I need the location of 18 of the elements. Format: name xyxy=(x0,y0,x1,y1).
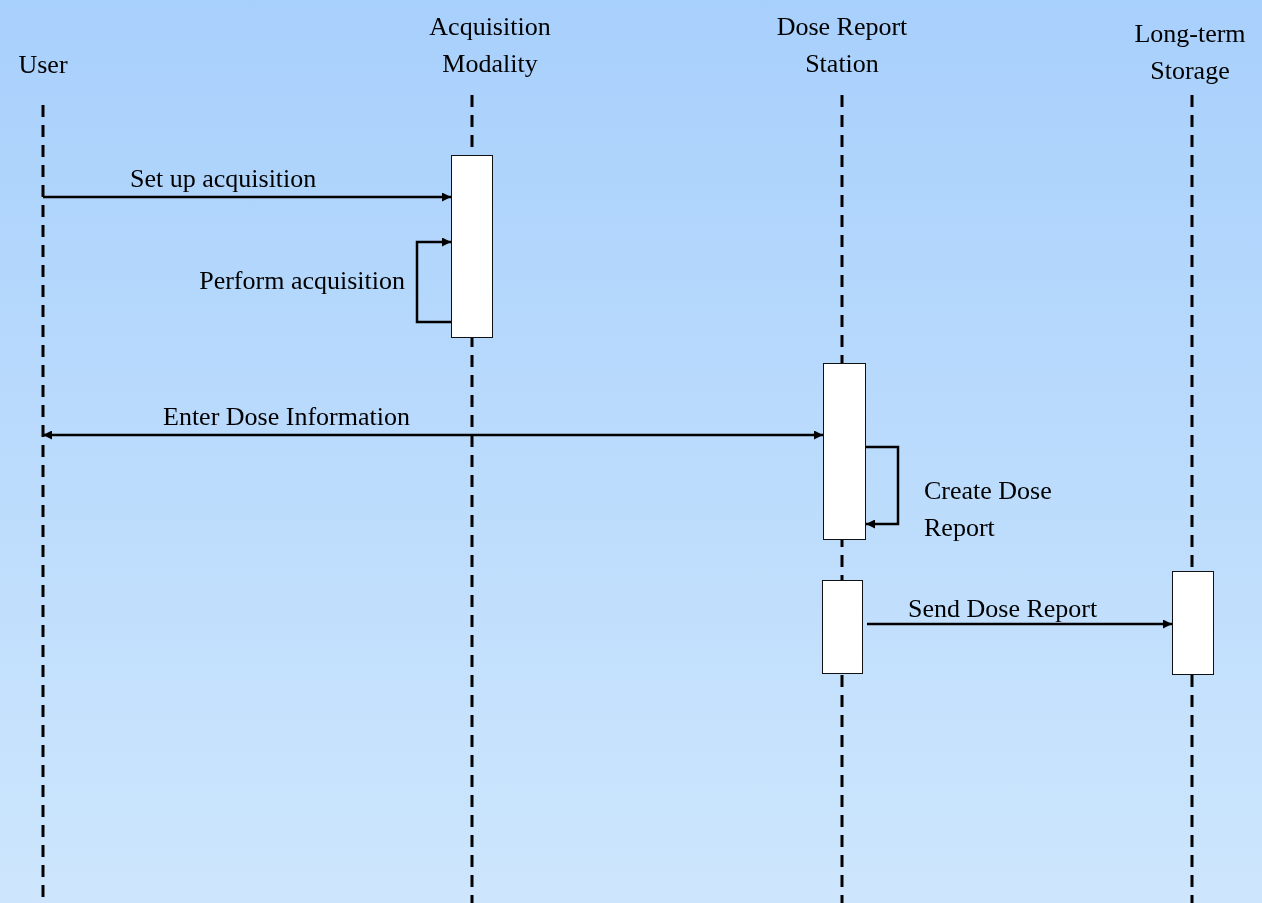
lifeline-label: User xyxy=(3,46,83,83)
lifeline-label: Long-term Storage xyxy=(1120,15,1260,89)
lifeline-label: Dose Report Station xyxy=(757,8,927,82)
message-label: Enter Dose Information xyxy=(163,401,410,433)
message-label: Send Dose Report xyxy=(908,593,1098,625)
message-arrow xyxy=(43,192,451,202)
lifeline-label: Acquisition Modality xyxy=(410,8,570,82)
message-label: Create Dose Report xyxy=(924,475,1053,544)
activation-box xyxy=(822,580,863,674)
self-message-arrow xyxy=(415,237,451,324)
activation-box xyxy=(823,363,866,540)
message-label: Set up acquisition xyxy=(130,163,317,195)
message-arrow xyxy=(43,430,823,440)
self-message-arrow xyxy=(866,445,900,529)
message-label: Perform acquisition xyxy=(199,265,405,297)
activation-box xyxy=(451,155,493,338)
message-arrow xyxy=(867,619,1172,629)
activation-box xyxy=(1172,571,1214,675)
